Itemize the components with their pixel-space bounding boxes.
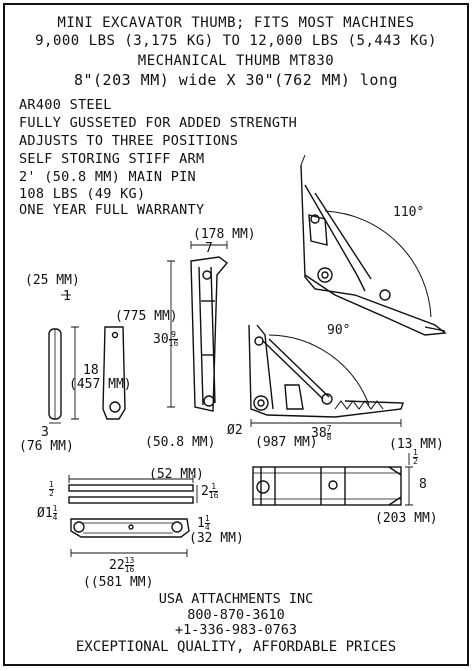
- dim-22-den: 16: [124, 565, 135, 574]
- dim-38-num: 7: [326, 424, 332, 434]
- dim-38-den: 8: [326, 433, 332, 442]
- pin-plate-view: [68, 484, 194, 538]
- dim-775mm: (775 MM): [115, 309, 178, 324]
- spec-gusseted: FULLY GUSSETED FOR ADDED STRENGTH: [19, 115, 298, 131]
- spec-main-pin: 2' (50.8 MM) MAIN PIN: [19, 169, 196, 185]
- dim-90deg: 90°: [327, 323, 351, 338]
- dim-dia-2: Ø2: [227, 423, 243, 438]
- dim-dia-1-whole: Ø1: [37, 506, 53, 521]
- dim-178mm: (178 MM): [193, 227, 256, 242]
- phone-international: +1-336-983-0763: [175, 622, 297, 638]
- dim-32mm: (32 MM): [189, 531, 244, 546]
- dim-2-num: 1: [208, 483, 219, 492]
- dim-76mm: (76 MM): [19, 439, 74, 454]
- stiff-arm-view: [48, 326, 126, 420]
- dim-30-num: 9: [168, 331, 179, 340]
- dim-22-num: 13: [124, 556, 135, 566]
- dim-1in: 1: [63, 289, 71, 304]
- thumb-top-view: [252, 466, 402, 506]
- company-name: USA ATTACHMENTS INC: [158, 591, 314, 607]
- dim-457mm: (457 MM): [69, 377, 132, 392]
- dim-987mm: (987 MM): [255, 435, 318, 450]
- dim-18in: 18: [83, 363, 99, 378]
- header-line-2: 9,000 LBS (3,175 KG) TO 12,000 LBS (5,44…: [35, 33, 437, 49]
- dim-dia-1-num: 1: [52, 504, 58, 514]
- spec-steel: AR400 STEEL: [19, 97, 112, 113]
- dim-25mm: (25 MM): [25, 273, 80, 288]
- dim-30-den: 16: [168, 339, 179, 348]
- dim-38-whole: 38: [311, 426, 327, 441]
- dim-8in: 8: [419, 477, 427, 492]
- dim-13mm: (13 MM): [389, 437, 444, 452]
- dim-dia-1-den: 4: [52, 513, 58, 522]
- thumb-side-view: [190, 256, 229, 412]
- dim-2-den: 16: [208, 491, 219, 500]
- dim-half-num: 1: [413, 448, 418, 458]
- dim-52mm: (52 MM): [149, 467, 204, 482]
- dim-203mm: (203 MM): [375, 511, 438, 526]
- dim-1q-den: 4: [204, 523, 210, 532]
- spec-stiff-arm: SELF STORING STIFF ARM: [19, 151, 205, 167]
- spec-sheet: MINI EXCAVATOR THUMB; FITS MOST MACHINES…: [3, 3, 469, 666]
- model-title: MECHANICAL THUMB MT830: [137, 53, 335, 69]
- dim-110deg: 110°: [393, 205, 425, 220]
- phone-toll-free: 800-870-3610: [187, 607, 285, 623]
- technical-drawings: [48, 154, 447, 557]
- dim-3in: 3: [41, 425, 49, 440]
- spec-weight: 108 LBS (49 KG): [19, 186, 146, 202]
- header-line-1: MINI EXCAVATOR THUMB; FITS MOST MACHINES: [57, 15, 415, 31]
- dim-7in: 7: [205, 241, 213, 256]
- thumb-open-view: [300, 154, 447, 336]
- dim-2-whole: 2: [201, 484, 209, 499]
- size-line: 8"(203 MM) wide X 30"(762 MM) long: [73, 71, 399, 89]
- dim-581mm: ((581 MM): [83, 575, 154, 590]
- dim-22-whole: 22: [109, 558, 125, 573]
- thumb-closed-view: [248, 324, 404, 418]
- dim-1q-whole: 1: [197, 516, 205, 531]
- spec-warranty: ONE YEAR FULL WARRANTY: [19, 202, 205, 218]
- dim-30-whole: 30: [153, 332, 169, 347]
- dimension-lines: [49, 241, 413, 557]
- dim-1q-num: 1: [204, 514, 210, 524]
- spec-positions: ADJUSTS TO THREE POSITIONS: [19, 133, 239, 149]
- dim-half-den: 2: [413, 457, 418, 466]
- dim-left-half-den: 2: [49, 489, 54, 498]
- dim-left-half-num: 1: [49, 480, 54, 490]
- dim-50-8mm: (50.8 MM): [145, 435, 216, 450]
- tagline: EXCEPTIONAL QUALITY, AFFORDABLE PRICES: [75, 639, 397, 655]
